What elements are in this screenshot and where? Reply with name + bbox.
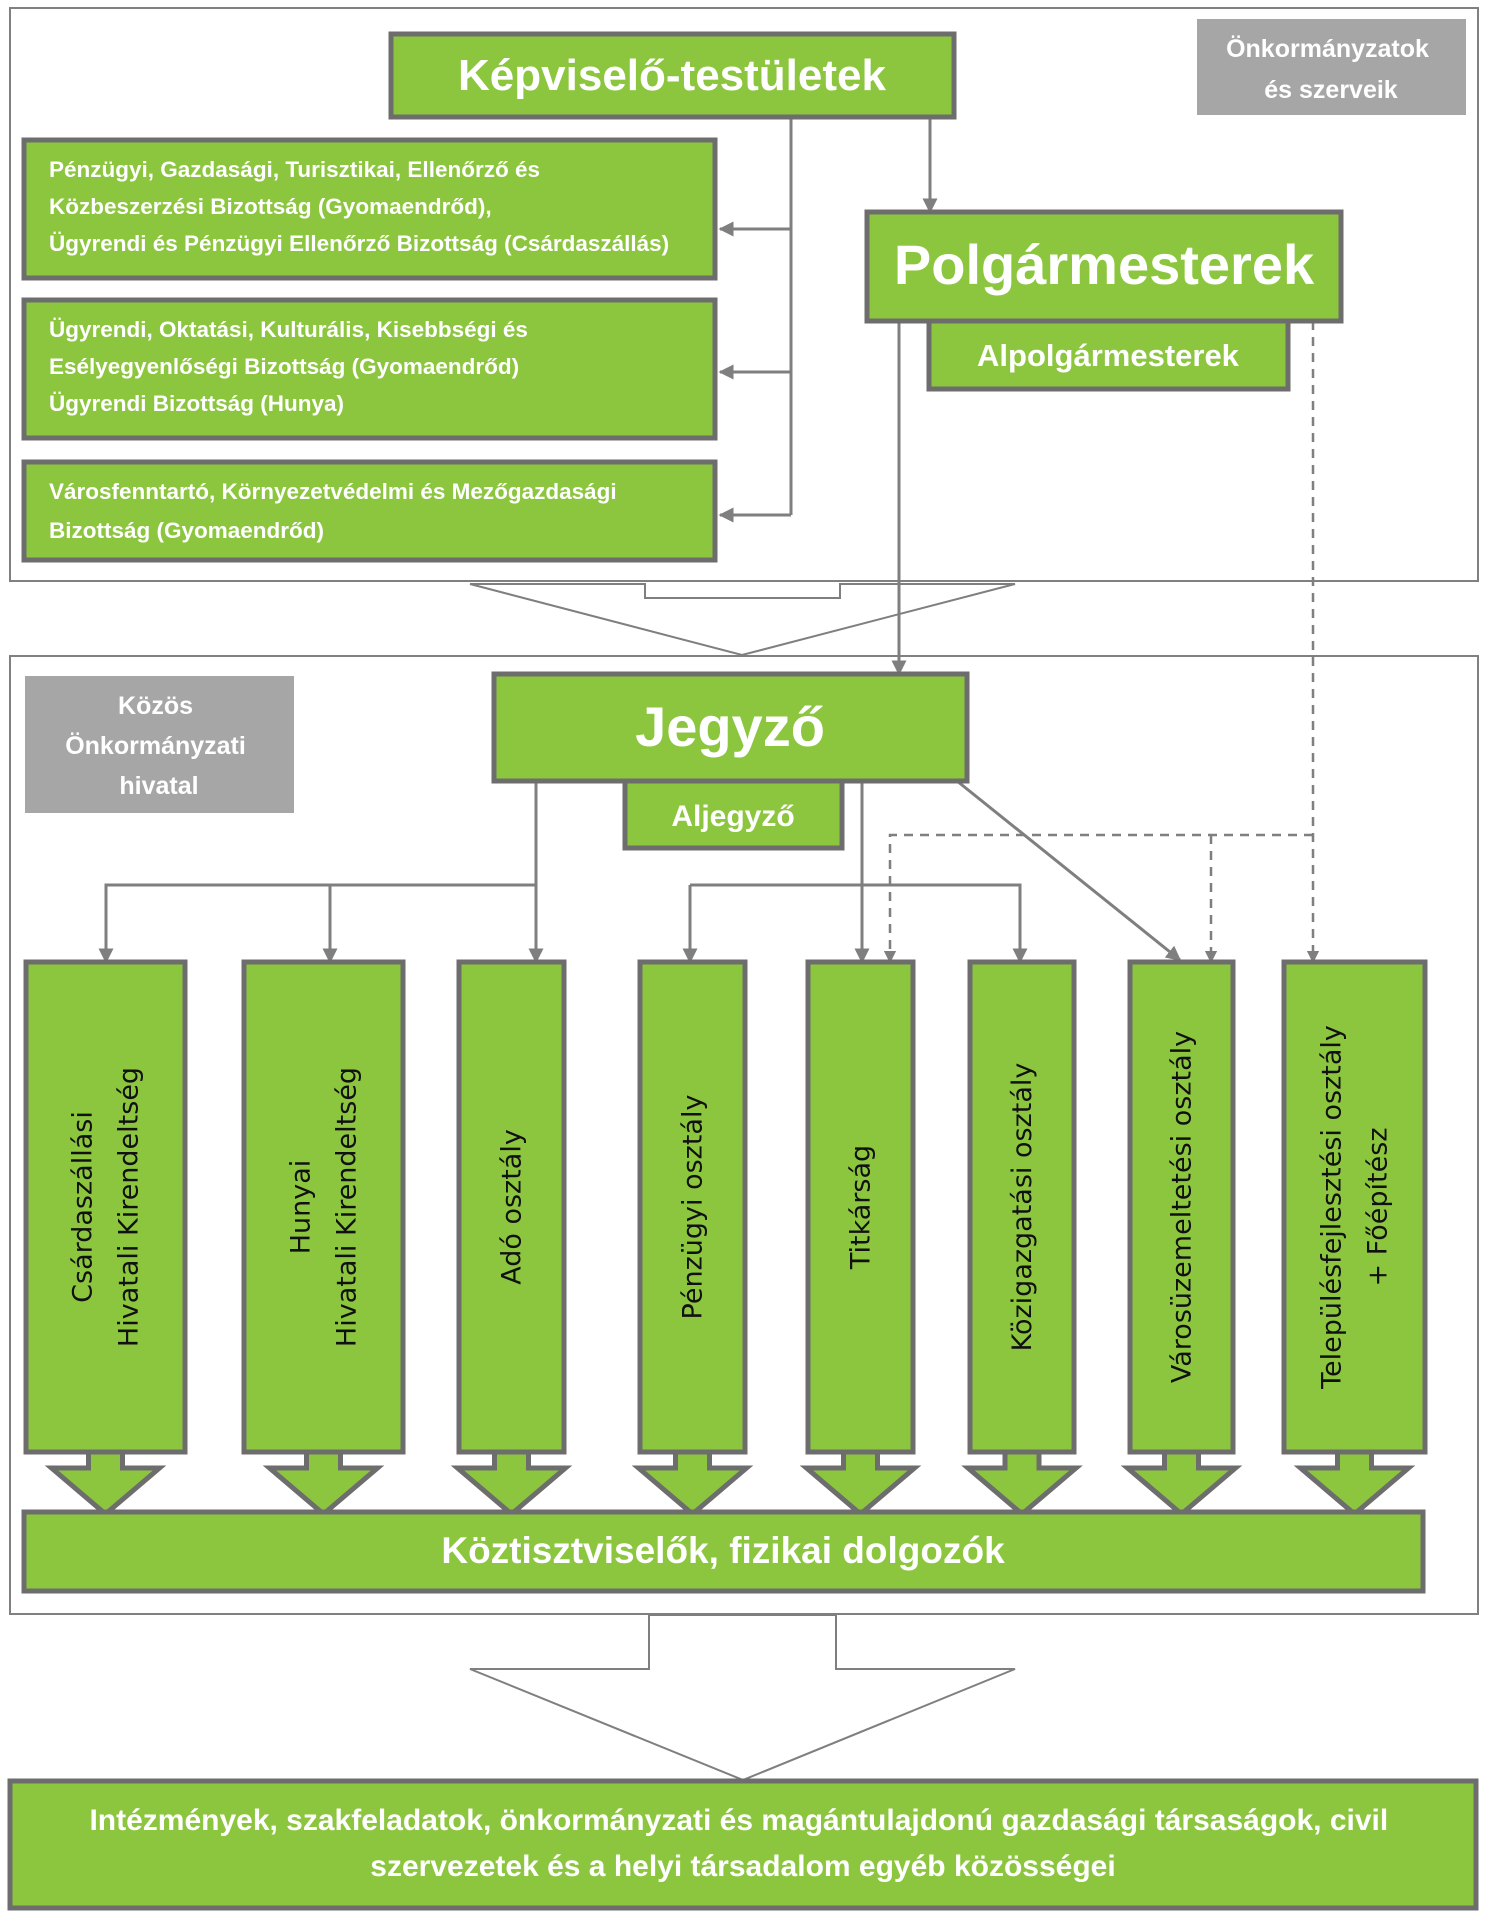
department-label-csardaszallas-office: Csárdaszállási Hivatali Kirendeltség xyxy=(68,1067,145,1347)
committee-3-box xyxy=(21,459,718,563)
connector-notary-left-branch xyxy=(98,781,538,964)
department-label-line: Hivatali Kirendeltség xyxy=(114,1067,145,1347)
staff-box xyxy=(21,1509,1426,1594)
councils-title: Képviselő-testületek xyxy=(458,51,886,100)
deputy-notary-box xyxy=(622,778,845,851)
department-box-secretariat xyxy=(805,959,916,1455)
department-label-line: Adó osztály xyxy=(497,1129,528,1285)
department-box-tax-department xyxy=(456,959,567,1455)
department-box-hunya-office xyxy=(241,959,406,1455)
department-label-development-department: Településfejlesztési osztály + Főépítész xyxy=(1317,1025,1394,1390)
department-label-line: Városüzemeltetési osztály xyxy=(1167,1031,1198,1383)
councils-group-tag xyxy=(1197,19,1466,115)
department-box-administration-department xyxy=(967,959,1077,1455)
department-down-arrow xyxy=(44,1449,167,1518)
department-label-administration-department: Közigazgatási osztály xyxy=(1007,1063,1038,1352)
department-label-line: Pénzügyi osztály xyxy=(678,1095,709,1320)
department-down-arrow xyxy=(961,1449,1083,1518)
department-label-operations-department: Városüzemeltetési osztály xyxy=(1167,1031,1198,1383)
office-group-label: Közös Önkormányzati hivatal xyxy=(65,692,253,800)
department-down-arrow xyxy=(1120,1449,1243,1518)
mayors-box xyxy=(864,209,1344,324)
department-down-arrow xyxy=(262,1449,385,1518)
councils-box xyxy=(388,31,957,120)
department-label-line: Közigazgatási osztály xyxy=(1007,1063,1038,1352)
connector-middle-branch xyxy=(690,883,1028,964)
department-label-line: Településfejlesztési osztály xyxy=(1317,1025,1348,1390)
office-group-tag xyxy=(25,676,294,813)
committee-1-text: Pénzügyi, Gazdasági, Turisztikai, Ellenő… xyxy=(49,157,669,256)
department-label-tax-department: Adó osztály xyxy=(497,1129,528,1285)
department-label-line: Csárdaszállási xyxy=(68,1111,99,1303)
dashed-connector-horizontal xyxy=(883,833,1313,964)
department-down-arrow xyxy=(799,1449,922,1518)
community-box xyxy=(7,1778,1479,1911)
notary-title: Jegyző xyxy=(635,695,825,758)
mayors-title: Polgármesterek xyxy=(894,233,1315,296)
deputy-mayors-box xyxy=(926,318,1291,392)
deputy-notary-label: Aljegyző xyxy=(671,800,794,833)
councils-group-label: Önkormányzatok és szerveik xyxy=(1226,34,1436,104)
department-box-operations-department xyxy=(1127,959,1236,1455)
committee-2-text: Ügyrendi, Oktatási, Kulturális, Kisebbsé… xyxy=(49,317,534,416)
department-box-development-department xyxy=(1281,959,1428,1455)
deputy-mayors-label: Alpolgármesterek xyxy=(977,338,1240,373)
department-box-csardaszallas-office xyxy=(23,959,188,1455)
connector-notary-to-operations xyxy=(956,779,1182,962)
department-label-line: Titkárság xyxy=(846,1145,877,1270)
notary-box xyxy=(491,671,970,784)
flow-arrow-office-to-community xyxy=(469,1614,1016,1782)
committee-2-box xyxy=(21,297,718,441)
department-label-secretariat: Titkárság xyxy=(846,1145,877,1270)
department-down-arrow xyxy=(450,1449,573,1518)
department-down-arrow xyxy=(631,1449,754,1518)
staff-label: Köztisztviselők, fizikai dolgozók xyxy=(441,1530,1005,1571)
department-label-hunya-office: Hunyai Hivatali Kirendeltség xyxy=(286,1067,363,1347)
community-text: Intézmények, szakfeladatok, önkormányzat… xyxy=(89,1804,1396,1883)
committee-3-text: Városfenntartó, Környezetvédelmi és Mező… xyxy=(49,479,623,543)
department-box-finance-department xyxy=(637,959,748,1455)
department-label-finance-department: Pénzügyi osztály xyxy=(678,1095,709,1320)
department-down-arrow xyxy=(1293,1449,1416,1518)
department-label-line: + Főépítész xyxy=(1363,1128,1394,1287)
flow-arrow-councils-to-office xyxy=(469,583,1016,657)
committee-1-box xyxy=(21,137,718,281)
department-label-line: Hivatali Kirendeltség xyxy=(332,1067,363,1347)
department-label-line: Hunyai xyxy=(286,1160,317,1255)
